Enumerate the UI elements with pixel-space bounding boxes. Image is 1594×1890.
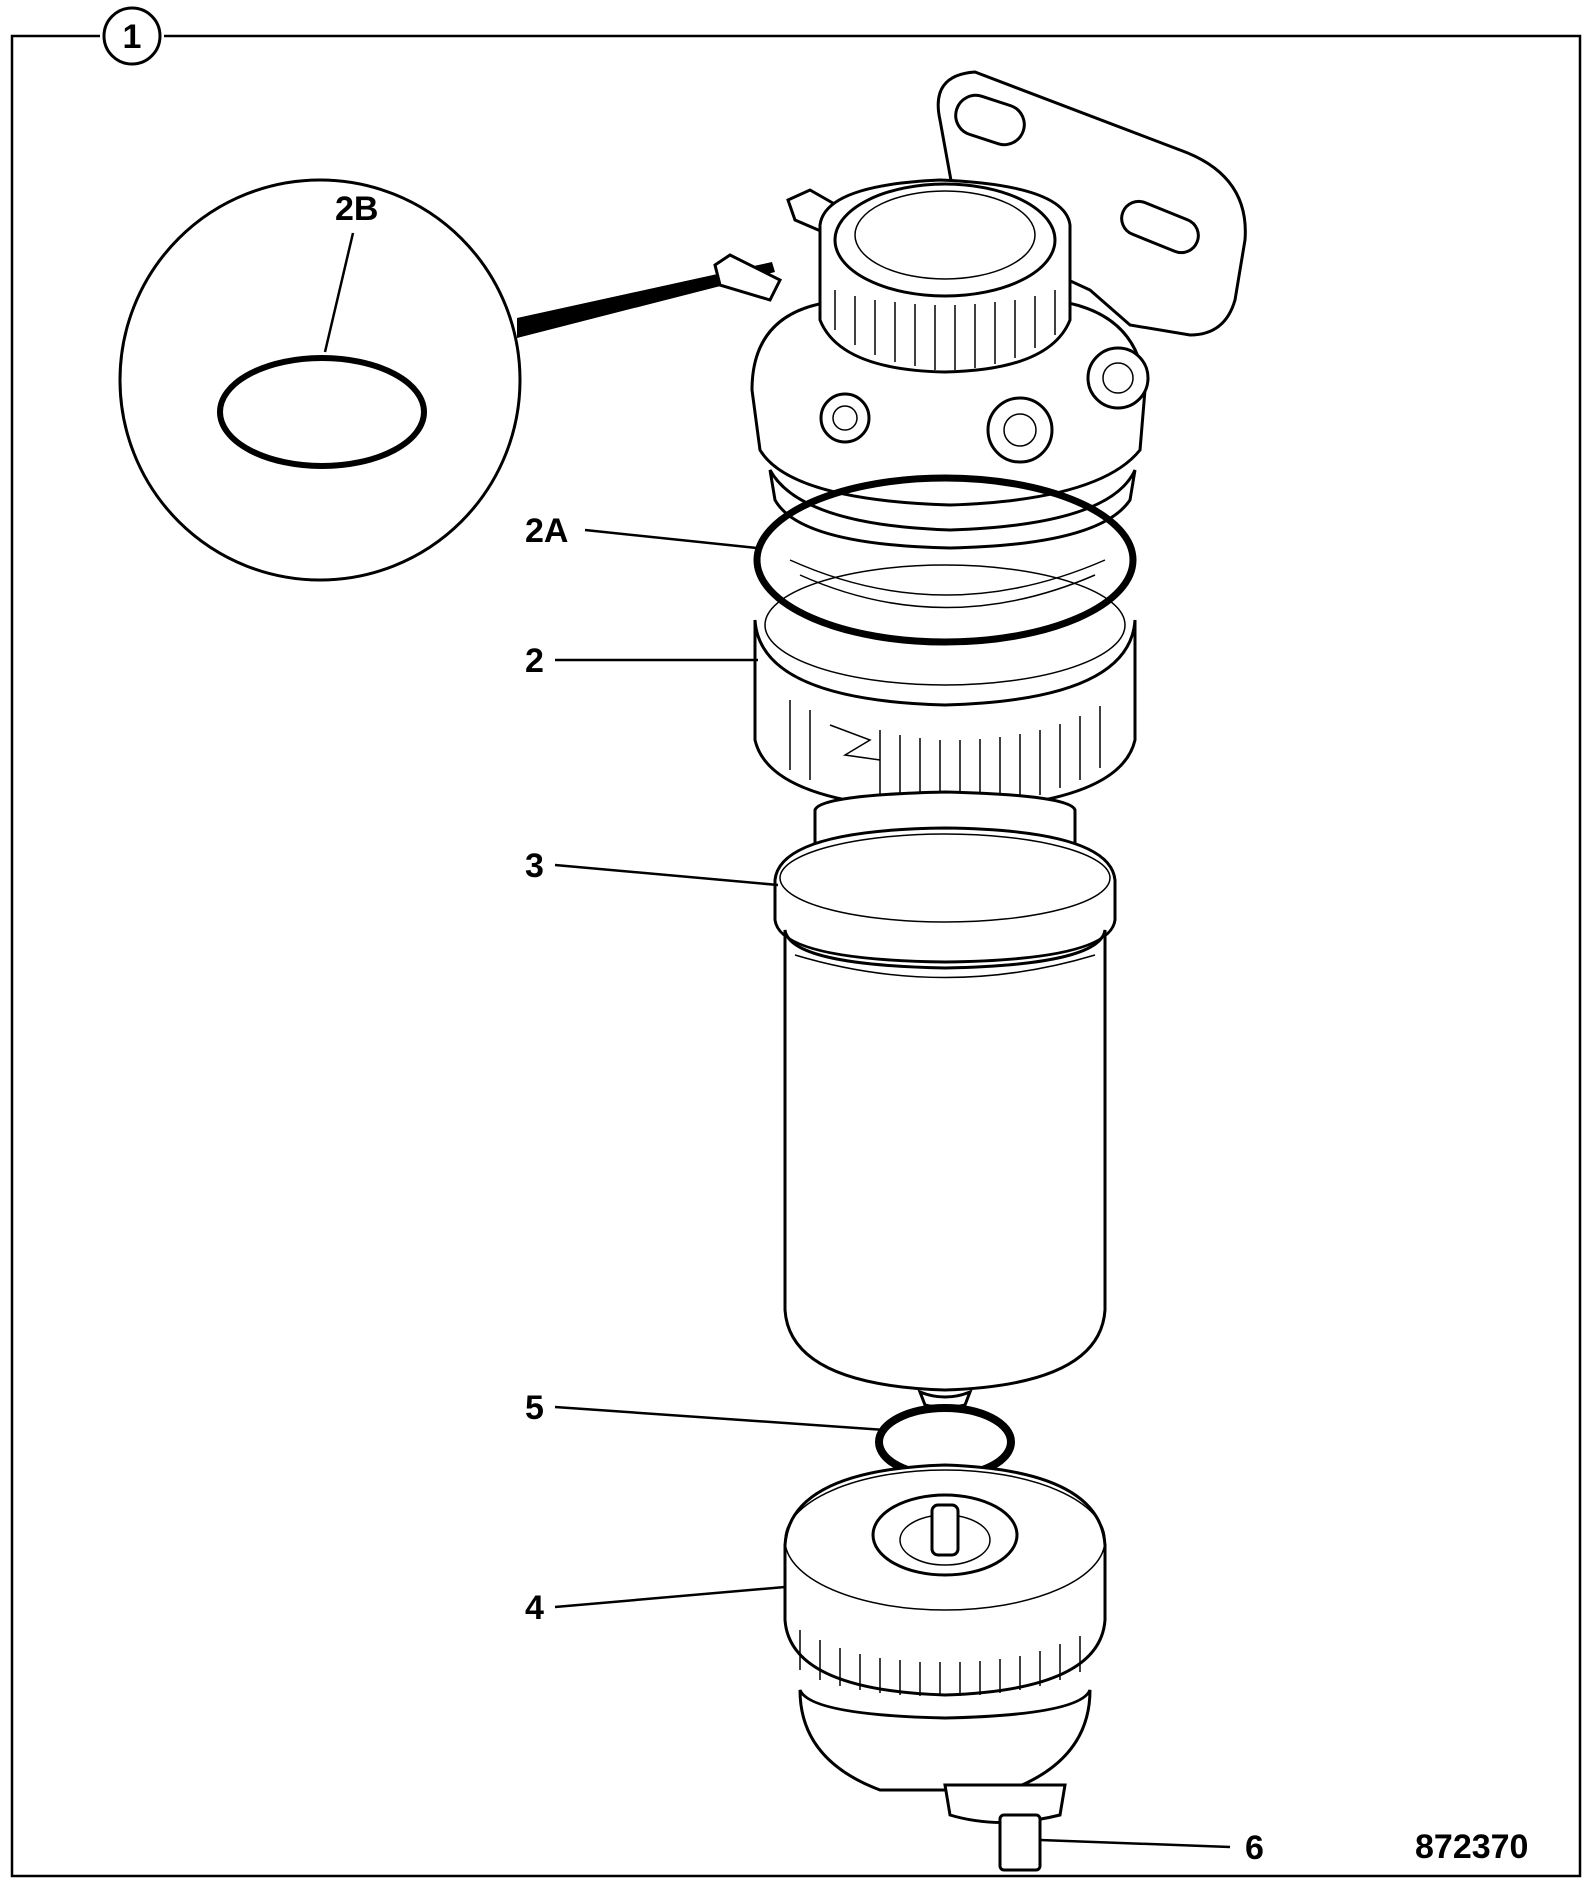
magnifier-pointer [517, 262, 775, 338]
water-bowl-4 [783, 1463, 1107, 1792]
collar-ring-2 [753, 564, 1137, 812]
callout-labels: 2B 2A 2 3 5 4 6 [335, 190, 1264, 1867]
detail-magnifier [118, 178, 775, 582]
callout-6: 6 [1245, 1829, 1264, 1867]
filter-head [713, 70, 1247, 550]
seal-2a [753, 474, 1137, 646]
callout-4: 4 [525, 1589, 544, 1627]
figure-number-badge [102, 6, 162, 66]
callout-2a: 2A [525, 512, 568, 550]
callout-3: 3 [525, 847, 544, 885]
figure-number: 1 [123, 18, 142, 56]
drain-valve-6 [943, 1783, 1067, 1872]
callout-2b: 2B [335, 190, 378, 228]
leader-lines [323, 232, 1231, 1849]
figure-frame: 1 [10, 6, 1582, 1878]
seal-2b [217, 355, 427, 469]
drawing-id: 872370 [1415, 1828, 1528, 1866]
callout-5: 5 [525, 1389, 544, 1427]
callout-2: 2 [525, 642, 544, 680]
filter-element-3 [773, 790, 1117, 1409]
